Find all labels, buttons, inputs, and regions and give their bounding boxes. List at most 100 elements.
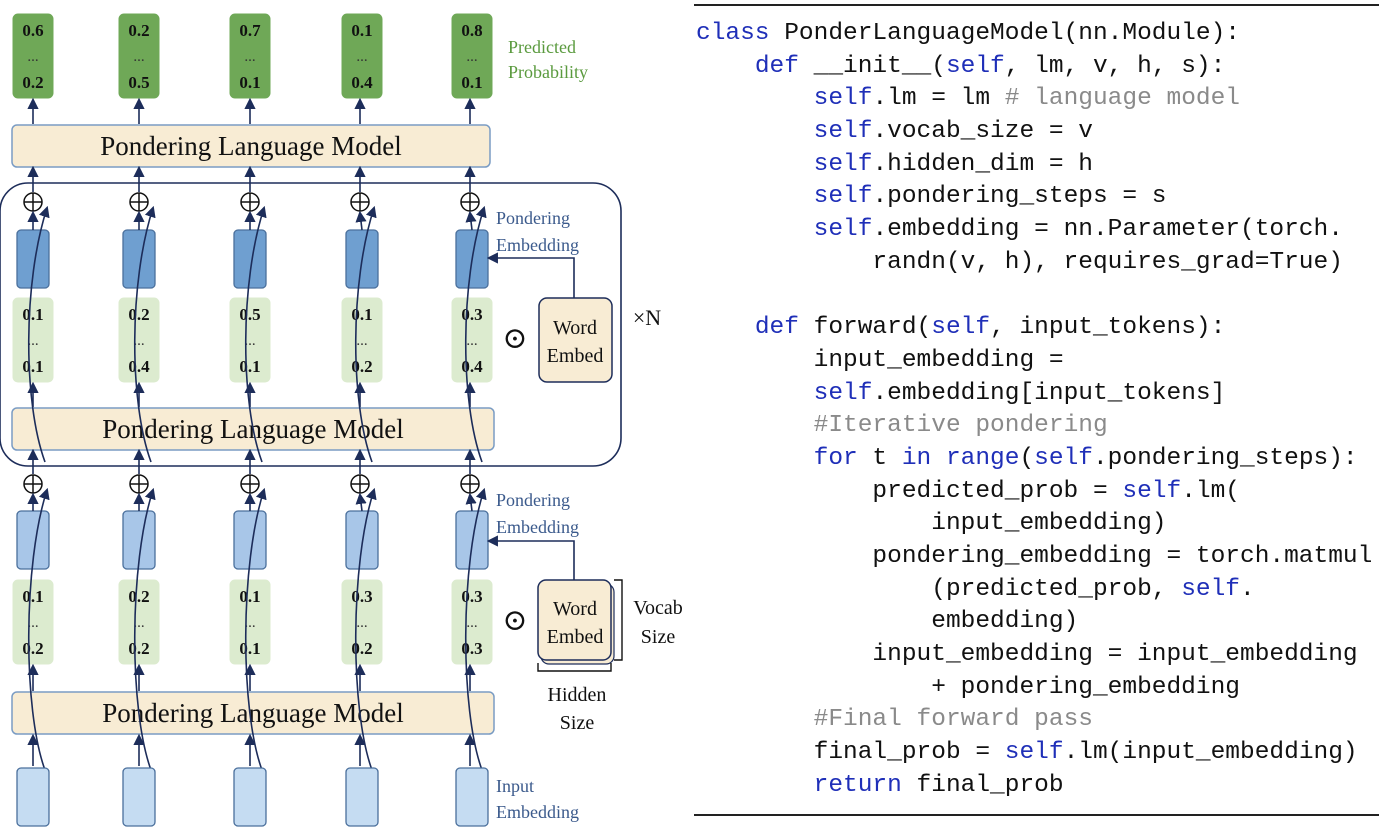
word-embed-box-upper — [538, 297, 613, 383]
hadamard-lower: ⊙ — [502, 604, 527, 637]
code-line: self.vocab_size = v — [696, 116, 1379, 149]
code-text: final_prob = — [696, 739, 1005, 767]
code-text — [696, 216, 814, 243]
code-keyword: return — [813, 771, 902, 799]
code-line: + pondering_embedding — [696, 672, 1379, 705]
vocab-size-label-2: Size — [641, 626, 676, 648]
prob-value-bottom-mid-3: 0.2 — [351, 357, 372, 376]
prob-value-top-mid-2: 0.5 — [239, 305, 260, 324]
input-embedding-4 — [455, 767, 489, 827]
prob-value-bottom-top-1: 0.5 — [128, 73, 149, 92]
pondering-embedding-upper-0 — [16, 229, 50, 289]
skip-curve-upper-4 — [464, 205, 487, 463]
loop-container — [0, 182, 622, 467]
hidden-size-label-1: Hidden — [548, 684, 607, 706]
prob-value-bottom-low-2: 0.1 — [239, 639, 260, 658]
code-text: predicted_prob = — [696, 477, 1123, 505]
code-keyword: self — [813, 379, 873, 407]
arrow-emb-upper-to-plus-3 — [355, 210, 367, 231]
pondering-embedding-label-upper-1: Pondering — [496, 208, 570, 228]
code-line: predicted_prob = self.lm( — [696, 476, 1379, 509]
prob-value-top-top-2: 0.7 — [239, 21, 261, 40]
code-text: final_prob — [901, 771, 1064, 799]
code-line: #Final forward pass — [696, 704, 1379, 737]
code-text — [696, 151, 814, 178]
pondering-embedding-upper-2 — [233, 229, 267, 289]
prob-value-bottom-mid-0: 0.1 — [22, 357, 43, 376]
word-embed-label-lower-2: Embed — [547, 626, 604, 648]
code-line: self.lm = lm # language model — [696, 83, 1379, 116]
code-keyword: self — [931, 314, 991, 342]
code-line: randn(v, h), requires_grad=True) — [696, 247, 1379, 280]
word-embed-to-pondering-lower — [486, 535, 575, 580]
code-line: pondering_embedding = torch.matmul — [696, 541, 1379, 574]
prob-value-top-low-3: 0.3 — [351, 587, 372, 606]
code-keyword: self — [813, 150, 873, 178]
code-text: .lm(input_embedding) — [1063, 739, 1358, 767]
code-comment: #Iterative pondering — [813, 412, 1108, 440]
code-line: self.embedding[input_tokens] — [696, 378, 1379, 411]
code-keyword: for — [813, 444, 858, 472]
skip-curve-upper-2 — [244, 205, 267, 463]
code-line: input_embedding) — [696, 508, 1379, 541]
code-text: .lm( — [1181, 477, 1240, 505]
lm-label-bottom: Pondering Language Model — [102, 698, 403, 728]
prob-value-bottom-top-0: 0.2 — [22, 73, 43, 92]
code-keyword: self — [813, 183, 873, 211]
code-line — [696, 280, 1379, 313]
pondering-embedding-label-upper-2: Embedding — [496, 235, 579, 255]
prob-dots-mid-4: ... — [466, 333, 477, 349]
vocab-size-label-1: Vocab — [633, 597, 683, 619]
predicted-probability-label-2: Probability — [508, 62, 588, 82]
code-text — [696, 183, 814, 210]
arrow-emb-upper-to-plus-4 — [465, 210, 477, 231]
prob-dots-low-3: ... — [356, 615, 367, 631]
code-text — [696, 314, 755, 341]
code-text — [931, 445, 946, 472]
code-line: class PonderLanguageModel(nn.Module): — [696, 18, 1379, 51]
code-keyword: self — [1034, 444, 1093, 472]
code-line: self.pondering_steps = s — [696, 181, 1379, 214]
code-line: self.hidden_dim = h — [696, 149, 1379, 182]
code-text — [696, 85, 814, 112]
vocab-size-bracket — [614, 579, 623, 661]
code-text — [696, 412, 814, 439]
code-text: .lm = lm — [872, 85, 1005, 113]
code-keyword: def — [754, 52, 799, 80]
code-text: input_embedding = input_embedding — [696, 641, 1358, 669]
word-embed-label-upper-1: Word — [553, 317, 597, 339]
prob-dots-top-2: ... — [244, 49, 255, 65]
prob-value-top-mid-0: 0.1 — [22, 305, 43, 324]
word-embed-label-upper-2: Embed — [547, 345, 604, 367]
code-text — [696, 706, 814, 733]
code-text — [696, 380, 814, 407]
word-embed-label-lower-1: Word — [553, 598, 597, 620]
code-line: #Iterative pondering — [696, 410, 1379, 443]
code-keyword: class — [696, 20, 770, 47]
code-text: .vocab_size = v — [872, 118, 1093, 146]
prob-value-bottom-mid-4: 0.4 — [461, 357, 483, 376]
skip-curve-upper-0 — [27, 205, 50, 463]
skip-curve-upper-1 — [133, 205, 156, 463]
prob-value-top-low-4: 0.3 — [461, 587, 482, 606]
input-embedding-0 — [16, 767, 50, 827]
prob-dots-low-0: ... — [27, 615, 38, 631]
code-text: .pondering_steps): — [1092, 444, 1358, 472]
prob-value-top-low-1: 0.2 — [128, 587, 149, 606]
code-line: embedding) — [696, 606, 1379, 639]
code-text: . — [1240, 575, 1255, 603]
prob-value-bottom-low-3: 0.2 — [351, 639, 372, 658]
code-text — [696, 118, 814, 145]
code-block: class PonderLanguageModel(nn.Module): de… — [694, 6, 1379, 803]
code-line: final_prob = self.lm(input_embedding) — [696, 737, 1379, 770]
code-text — [696, 772, 814, 799]
code-text: .hidden_dim = h — [872, 150, 1093, 178]
code-text: t — [857, 444, 902, 472]
code-keyword: def — [754, 314, 799, 342]
code-text: .embedding = nn.Parameter(torch. — [872, 216, 1343, 244]
code-line: return final_prob — [696, 770, 1379, 803]
code-text: .pondering_steps = s — [872, 183, 1167, 211]
prob-value-top-low-0: 0.1 — [22, 587, 43, 606]
prob-value-top-top-0: 0.6 — [22, 21, 43, 40]
prob-value-bottom-low-4: 0.3 — [461, 639, 482, 658]
